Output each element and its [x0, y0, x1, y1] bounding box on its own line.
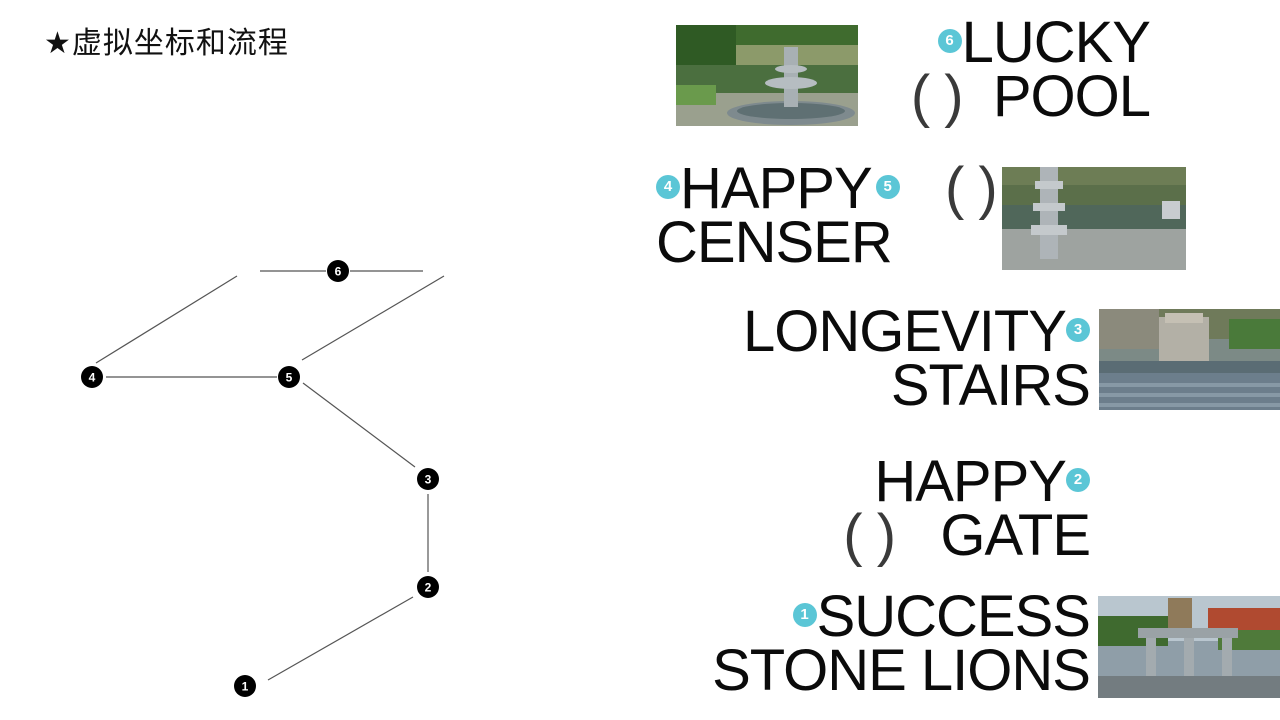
badge-3: 3: [1066, 318, 1090, 342]
happy-censer-paren: ( ): [945, 156, 997, 221]
node-5-label: 5: [286, 371, 293, 385]
node-3: 3: [417, 468, 439, 490]
gate-photo: [1098, 596, 1280, 698]
pool-text: POOL: [993, 64, 1150, 129]
route-diagram: 1 2 3 4 5 6: [0, 0, 620, 720]
node-6-label: 6: [335, 265, 342, 279]
happy-censer-line2: CENSER: [656, 216, 997, 270]
badge-4: 4: [656, 175, 680, 199]
gate-text: GATE: [940, 503, 1090, 568]
fountain-photo: [676, 25, 858, 126]
lucky-pool-paren: ( ): [911, 64, 963, 129]
badge-2: 2: [1066, 468, 1090, 492]
badge-1: 1: [793, 603, 817, 627]
happy-gate-line2: ( ) GATE: [780, 509, 1090, 563]
route-edges: [96, 271, 444, 680]
censer-text: CENSER: [656, 210, 892, 275]
node-2: 2: [417, 576, 439, 598]
success-line2: STONE LIONS: [690, 644, 1090, 698]
longevity-line2: STAIRS: [700, 359, 1090, 413]
edge-1-2: [268, 597, 413, 680]
badge-5: 5: [876, 175, 900, 199]
node-1-label: 1: [242, 680, 249, 694]
node-6: 6: [327, 260, 349, 282]
stairs-text: STAIRS: [891, 353, 1090, 418]
stairs-photo: [1099, 309, 1280, 410]
lucky-pool-line2: ( ) POOL: [870, 70, 1150, 124]
node-4: 4: [81, 366, 103, 388]
edge-4-top: [96, 276, 237, 363]
node-5: 5: [278, 366, 300, 388]
node-3-label: 3: [425, 473, 432, 487]
badge-6: 6: [938, 29, 962, 53]
node-2-label: 2: [425, 581, 432, 595]
edge-5-top: [302, 276, 444, 360]
edge-3-5: [303, 383, 415, 467]
censer-photo: [1002, 167, 1186, 270]
stone-lions-text: STONE LIONS: [712, 638, 1090, 703]
happy-gate-paren: ( ): [843, 503, 895, 568]
node-1: 1: [234, 675, 256, 697]
node-4-label: 4: [89, 371, 96, 385]
